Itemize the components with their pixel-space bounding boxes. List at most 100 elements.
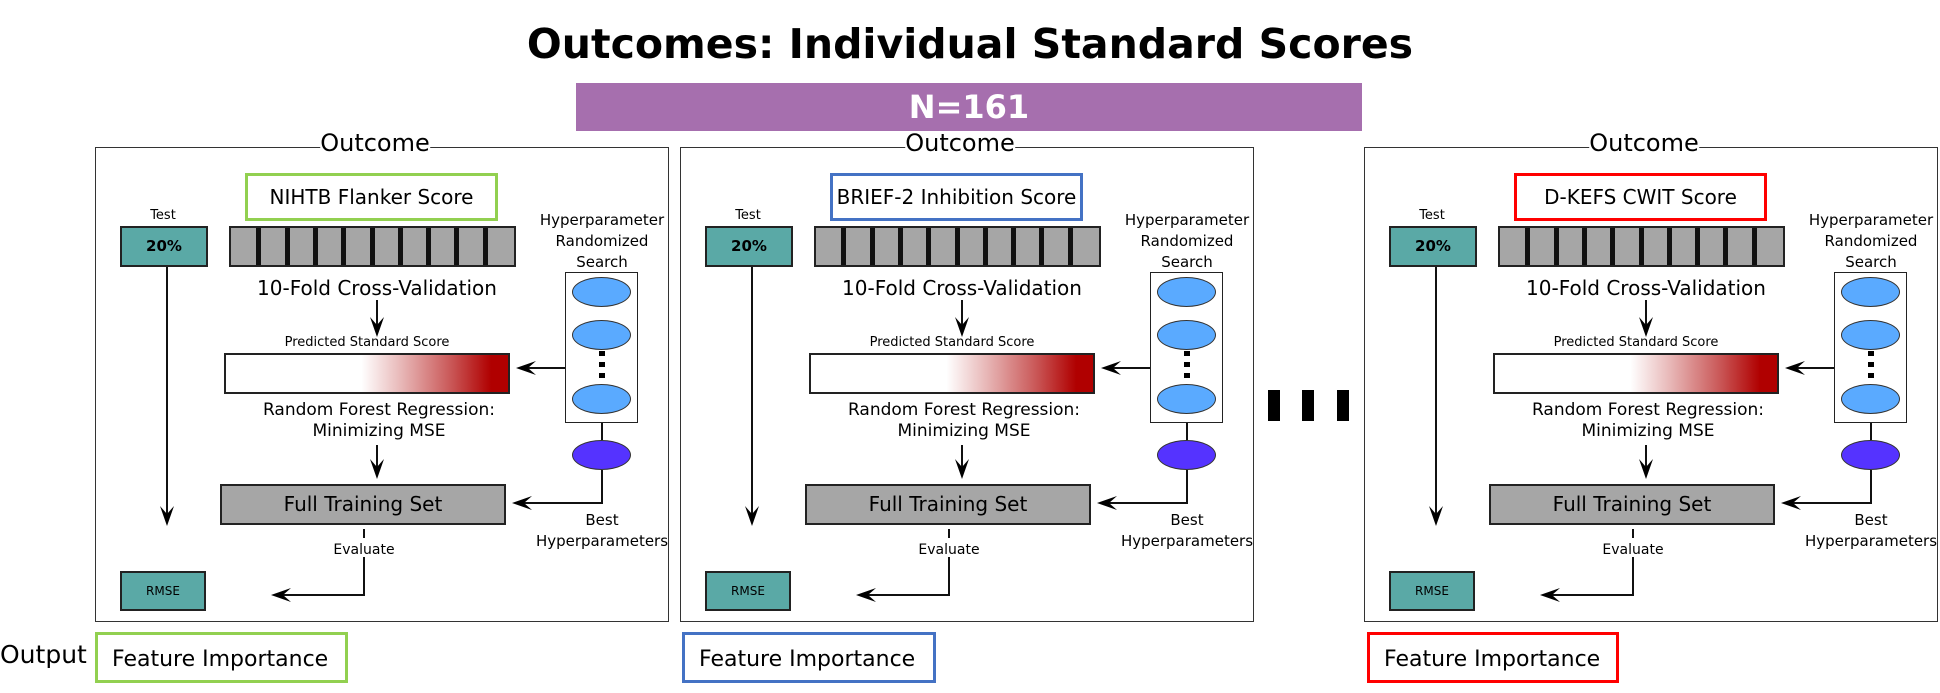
hyper-candidate-ellipse (572, 277, 631, 307)
vertical-ellipsis-dot (1184, 373, 1190, 378)
test-split-box: 20% (120, 226, 208, 267)
arrowhead-icon (1785, 361, 1805, 375)
arrowhead-icon (1097, 496, 1117, 510)
fold-divider (1638, 228, 1644, 265)
arrowhead-icon (1429, 506, 1443, 526)
fold-divider (454, 228, 460, 265)
predicted-score-label: Predicted Standard Score (869, 335, 1035, 351)
fold-divider (1610, 228, 1616, 265)
cv-folds-bar (1498, 226, 1785, 267)
arrowhead-icon (1540, 588, 1560, 602)
fold-divider (897, 228, 903, 265)
fold-divider (256, 228, 262, 265)
hyper-label-line3: Search (576, 253, 628, 271)
hyper-candidate-ellipse (1157, 320, 1216, 350)
cv-label: 10-Fold Cross-Validation (842, 276, 1082, 300)
vertical-ellipsis-dot (599, 373, 605, 378)
figure-title: Outcomes: Individual Standard Scores (526, 20, 1414, 68)
fold-divider (1553, 228, 1559, 265)
arrowhead-icon (745, 506, 759, 526)
fold-divider (841, 228, 847, 265)
fold-divider (1581, 228, 1587, 265)
fold-divider (869, 228, 875, 265)
evaluate-to-rmse-arrow (278, 557, 365, 596)
output-label: Output (0, 640, 87, 669)
arrowhead-icon (271, 588, 291, 602)
hyper-label-line1: Hyperparameter (1808, 211, 1934, 229)
best-label-line2: Hyperparameters (535, 532, 669, 550)
full-training-set-box: Full Training Set (220, 484, 506, 525)
outcome-name-box: NIHTB Flanker Score (245, 173, 498, 221)
outcome-heading: Outcome (320, 128, 430, 157)
fold-divider (397, 228, 403, 265)
arrowhead-icon (1639, 317, 1653, 337)
full-training-set-box: Full Training Set (1489, 484, 1775, 525)
vertical-ellipsis-dot (1184, 351, 1190, 356)
cv-label: 10-Fold Cross-Validation (1526, 276, 1766, 300)
fold-divider (1751, 228, 1757, 265)
fold-divider (1525, 228, 1531, 265)
outcome-heading: Outcome (905, 128, 1015, 157)
arrowhead-icon (512, 496, 532, 510)
ellipsis-dot (1337, 390, 1349, 421)
hyper-label-line1: Hyperparameter (1124, 211, 1250, 229)
arrowhead-icon (856, 588, 876, 602)
fold-divider (1011, 228, 1017, 265)
test-label: Test (735, 208, 761, 224)
hyper-label-line2: Randomized (1140, 232, 1234, 250)
rf-label-line2: Minimizing MSE (1581, 420, 1715, 441)
best-hyper-ellipse (1841, 440, 1900, 470)
rf-label-line1: Random Forest Regression: (847, 399, 1081, 420)
vertical-ellipsis-dot (599, 362, 605, 367)
best-label-line1: Best (1854, 511, 1888, 529)
hyper-label-line3: Search (1845, 253, 1897, 271)
hyper-candidate-ellipse (1157, 384, 1216, 414)
connector-arrows (1429, 267, 1872, 602)
fold-divider (1723, 228, 1729, 265)
vertical-ellipsis-dot (1868, 362, 1874, 367)
rf-label-line1: Random Forest Regression: (262, 399, 496, 420)
test-split-box: 20% (705, 226, 793, 267)
hyper-candidate-ellipse (1841, 277, 1900, 307)
fold-divider (1039, 228, 1045, 265)
predicted-score-label: Predicted Standard Score (1553, 335, 1719, 351)
test-split-box: 20% (1389, 226, 1477, 267)
best-to-training-arrow (520, 470, 603, 504)
best-to-training-arrow (1789, 470, 1872, 504)
full-training-set-box: Full Training Set (805, 484, 1091, 525)
hyper-candidate-ellipse (1157, 277, 1216, 307)
sample-size-banner: N=161 (576, 83, 1362, 131)
hyper-search-box (565, 272, 638, 423)
vertical-ellipsis-dot (599, 351, 605, 356)
fold-divider (426, 228, 432, 265)
hyper-label-line2: Randomized (1824, 232, 1918, 250)
arrowhead-icon (516, 361, 536, 375)
vertical-ellipsis-dot (1868, 351, 1874, 356)
evaluate-to-rmse-arrow (1547, 557, 1634, 596)
predicted-score-label: Predicted Standard Score (284, 335, 450, 351)
fold-divider (982, 228, 988, 265)
fold-divider (1666, 228, 1672, 265)
best-label-line2: Hyperparameters (1804, 532, 1938, 550)
rf-label-line1: Random Forest Regression: (1531, 399, 1765, 420)
rmse-box: RMSE (1389, 571, 1475, 611)
fold-divider (1067, 228, 1073, 265)
evaluate-label: Evaluate (1602, 541, 1664, 558)
predicted-score-gradient (224, 353, 510, 394)
hyper-search-box (1150, 272, 1223, 423)
arrowhead-icon (370, 459, 384, 479)
fold-divider (954, 228, 960, 265)
best-hyper-ellipse (1157, 440, 1216, 470)
feature-importance-box: Feature Importance (1367, 632, 1619, 683)
outcome-name-box: BRIEF-2 Inhibition Score (830, 173, 1083, 221)
arrowhead-icon (1781, 496, 1801, 510)
hyper-label-line1: Hyperparameter (539, 211, 665, 229)
predicted-score-gradient (809, 353, 1095, 394)
evaluate-to-rmse-arrow (863, 557, 950, 596)
arrowhead-icon (1639, 459, 1653, 479)
fold-divider (482, 228, 488, 265)
fold-divider (926, 228, 932, 265)
rf-label-line2: Minimizing MSE (312, 420, 446, 441)
hyper-candidate-ellipse (1841, 384, 1900, 414)
